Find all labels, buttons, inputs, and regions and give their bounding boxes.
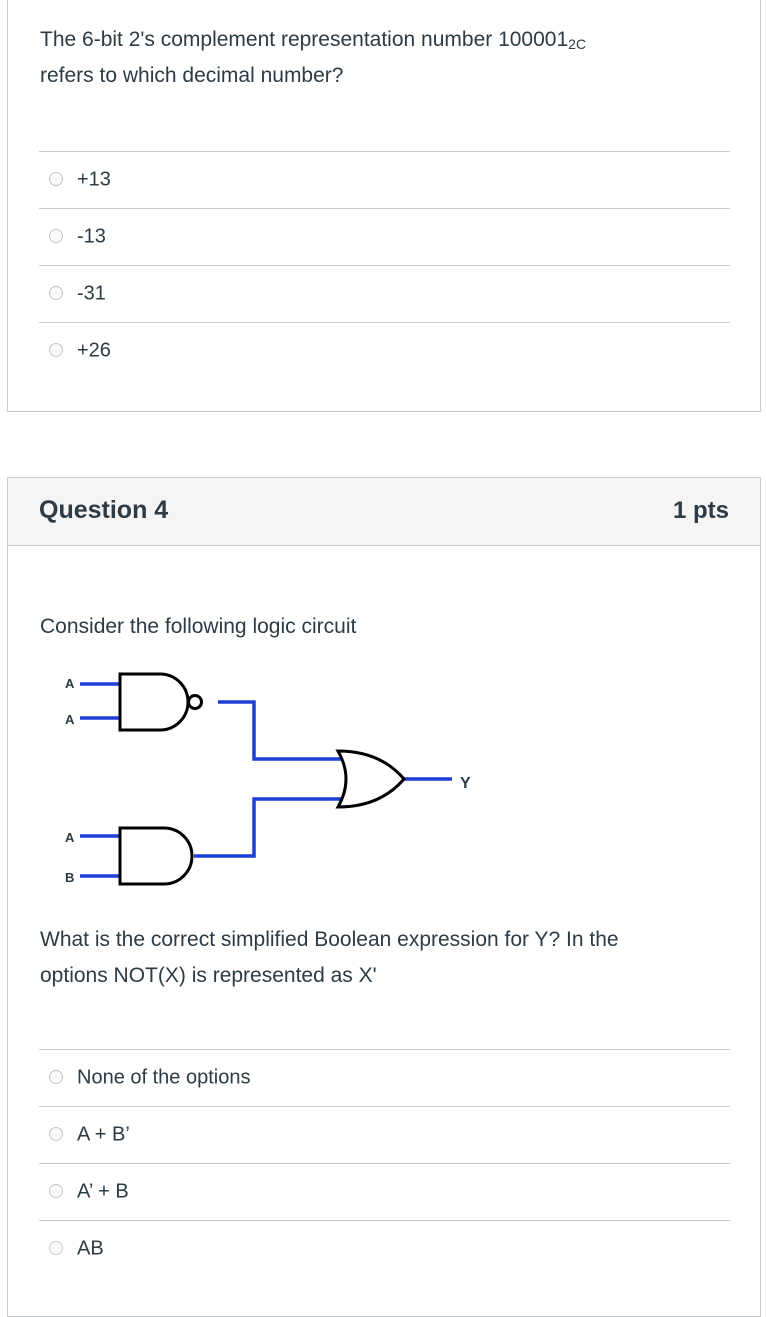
answer-option[interactable]: A’ + B — [39, 1163, 730, 1220]
question-header: Question 4 1 pts — [8, 478, 760, 546]
question-4-prompt: What is the correct simplified Boolean e… — [40, 922, 619, 994]
question-4-prompt-line2: options NOT(X) is represented as X' — [40, 964, 377, 987]
answer-label: None of the options — [77, 1066, 251, 1089]
question-4-intro: Consider the following logic circuit — [40, 615, 357, 638]
answer-option[interactable]: AB — [39, 1220, 730, 1277]
answer-option[interactable]: -31 — [39, 265, 730, 322]
question-4-prompt-line1: What is the correct simplified Boolean e… — [40, 928, 619, 951]
answer-option[interactable]: +13 — [39, 151, 730, 208]
radio-button[interactable] — [49, 1241, 63, 1255]
question-title: Question 4 — [39, 496, 169, 524]
question-3-options: +13 -13 -31 +26 — [39, 151, 730, 379]
answer-option[interactable]: -13 — [39, 208, 730, 265]
circuit-input-label: B — [65, 870, 74, 885]
question-points: 1 pts — [672, 497, 729, 524]
radio-button[interactable] — [49, 229, 63, 243]
radio-button[interactable] — [49, 1184, 63, 1198]
answer-label: A + B’ — [77, 1123, 130, 1146]
answer-label: A’ + B — [77, 1180, 129, 1203]
radio-button[interactable] — [49, 343, 63, 357]
and-gate — [118, 826, 194, 886]
radio-button[interactable] — [49, 172, 63, 186]
circuit-wires — [80, 682, 452, 878]
circuit-output-label: Y — [460, 775, 471, 792]
nand-gate — [118, 672, 203, 732]
question-4-options: None of the options A + B’ A’ + B AB — [39, 1049, 730, 1277]
answer-option[interactable]: None of the options — [39, 1049, 730, 1106]
question-3-card: The 6-bit 2's complement representation … — [7, 0, 761, 412]
logic-circuit-diagram: A A A B Y — [65, 672, 471, 886]
question-3-text-main: The 6-bit 2's complement representation … — [40, 28, 569, 51]
question-3-text-line2: refers to which decimal number? — [40, 64, 344, 87]
circuit-input-label: A — [65, 830, 75, 845]
answer-option[interactable]: A + B’ — [39, 1106, 730, 1163]
circuit-input-label: A — [65, 676, 75, 691]
answer-option[interactable]: +26 — [39, 322, 730, 379]
radio-button[interactable] — [49, 1070, 63, 1084]
radio-button[interactable] — [49, 286, 63, 300]
question-3-text: The 6-bit 2's complement representation … — [40, 22, 586, 94]
answer-label: +13 — [77, 168, 111, 191]
radio-button[interactable] — [49, 1127, 63, 1141]
answer-label: -31 — [77, 282, 106, 305]
question-3-text-subscript: 2C — [568, 36, 587, 52]
answer-label: AB — [77, 1237, 104, 1260]
answer-label: -13 — [77, 225, 106, 248]
or-gate — [335, 749, 406, 809]
answer-label: +26 — [77, 339, 111, 362]
circuit-input-label: A — [65, 712, 75, 727]
question-4-card: Question 4 1 pts Consider the following … — [7, 477, 761, 1317]
